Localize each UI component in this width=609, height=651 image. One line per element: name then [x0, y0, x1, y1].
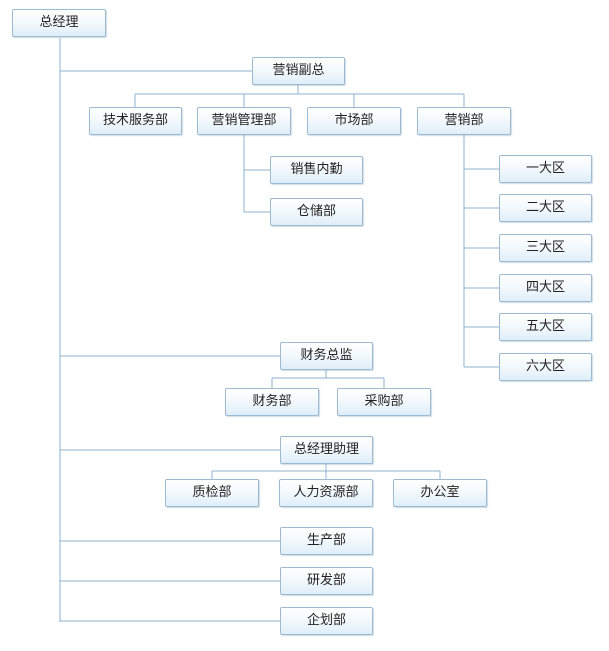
node-planning[interactable]: 企划部	[280, 607, 373, 635]
node-rnd[interactable]: 研发部	[280, 567, 373, 595]
node-region-4[interactable]: 四大区	[499, 274, 592, 302]
node-sales-vp[interactable]: 营销副总	[252, 57, 345, 85]
node-gm-assistant[interactable]: 总经理助理	[280, 436, 373, 464]
node-quality-control[interactable]: 质检部	[165, 479, 259, 507]
node-region-2[interactable]: 二大区	[499, 194, 592, 222]
node-sales-management[interactable]: 营销管理部	[197, 107, 291, 135]
node-finance[interactable]: 财务部	[225, 388, 319, 416]
node-production[interactable]: 生产部	[280, 527, 373, 555]
node-region-5[interactable]: 五大区	[499, 313, 592, 341]
node-general-manager[interactable]: 总经理	[12, 9, 106, 37]
node-finance-director[interactable]: 财务总监	[280, 342, 373, 370]
node-region-3[interactable]: 三大区	[499, 234, 592, 262]
node-human-resources[interactable]: 人力资源部	[279, 479, 373, 507]
node-purchasing[interactable]: 采购部	[337, 388, 431, 416]
node-market[interactable]: 市场部	[307, 107, 401, 135]
node-sales-support[interactable]: 销售内勤	[270, 156, 363, 184]
node-warehouse[interactable]: 仓储部	[270, 198, 363, 226]
node-sales[interactable]: 营销部	[417, 107, 511, 135]
node-office[interactable]: 办公室	[393, 479, 487, 507]
node-region-6[interactable]: 六大区	[499, 353, 592, 381]
node-tech-service[interactable]: 技术服务部	[89, 107, 182, 135]
node-region-1[interactable]: 一大区	[499, 155, 592, 183]
